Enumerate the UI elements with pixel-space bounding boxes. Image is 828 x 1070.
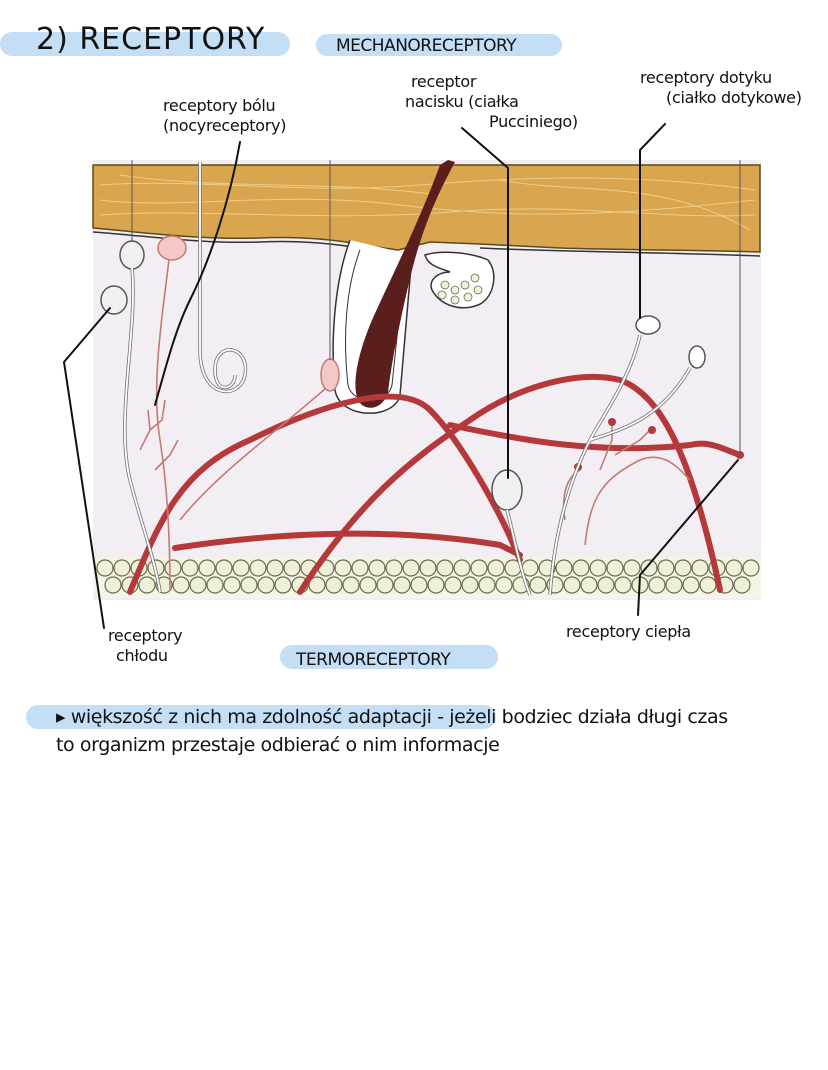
- skin-receptors-diagram: [62, 123, 761, 629]
- label-touch-line2: (ciałko dotykowe): [666, 88, 802, 107]
- mechanoreceptors-highlight: [316, 34, 562, 56]
- note-highlight: [26, 705, 496, 729]
- label-touch-line1: receptory dotyku: [640, 68, 772, 87]
- label-heat-receptors: receptory ciepła: [566, 622, 691, 641]
- note-line1: ▸ większość z nich ma zdolność adaptacji…: [56, 706, 728, 728]
- blood-vessels: [127, 374, 743, 595]
- receptor-bodies: [100, 235, 706, 511]
- note-line2: to organizm przestaje odbierać o nim inf…: [56, 734, 500, 756]
- cold-receptor-bulb: [100, 285, 128, 315]
- label-pain-line1: receptory bólu: [163, 96, 276, 115]
- hair-follicle: [332, 160, 495, 414]
- mechanoreceptors-heading: MECHANORECEPTORY: [336, 36, 517, 56]
- label-cold-line1: receptory: [108, 626, 183, 645]
- page-title: 2) RECEPTORY: [36, 22, 266, 57]
- krause-bulb: [119, 240, 145, 270]
- label-cold-receptors: receptory chłodu: [108, 626, 183, 666]
- thermoreceptors-highlight: [280, 645, 498, 669]
- label-pressure-line3: Pucciniego): [489, 112, 578, 131]
- label-pressure-line1: receptor: [411, 72, 477, 91]
- fat-layer: [93, 558, 761, 598]
- label-cold-line2: chłodu: [116, 646, 168, 665]
- thermoreceptors-heading: TERMORECEPTORY: [296, 650, 451, 670]
- label-touch-receptors: receptory dotyku (ciałko dotykowe): [640, 68, 802, 108]
- title-highlight: [0, 32, 290, 56]
- label-pressure-line2: nacisku (ciałka: [405, 92, 519, 111]
- label-pain-receptors: receptory bólu (nocyreceptory): [163, 96, 286, 136]
- label-pain-line2: (nocyreceptory): [163, 116, 287, 135]
- label-pressure-receptor: receptor nacisku (ciałka Pucciniego): [405, 72, 578, 132]
- leader-lines: [62, 123, 739, 629]
- meissner-corpuscle: [635, 315, 661, 335]
